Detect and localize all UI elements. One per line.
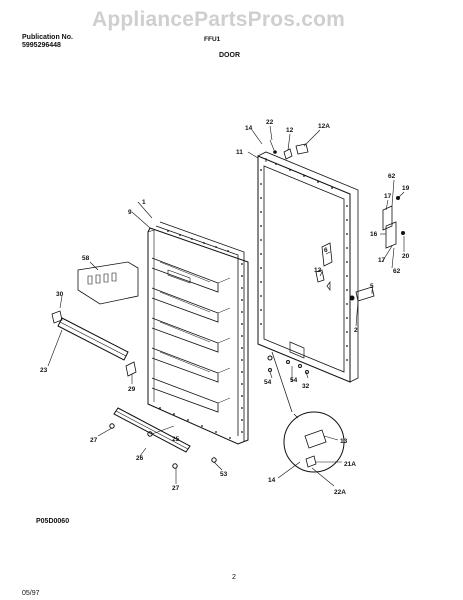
section-title: DOOR (219, 52, 240, 59)
leader-lines (47, 125, 405, 487)
watermark: AppliancePartsPros.com (92, 8, 345, 31)
callout-19: 19 (402, 185, 410, 192)
callout-17-bottom: 17 (378, 257, 386, 264)
liner-gasket-dots (159, 230, 243, 439)
publication-number: 5995296448 (22, 42, 61, 49)
kick-plate (109, 407, 217, 469)
footer-date: 05/97 (22, 590, 40, 597)
handle-bar (51, 310, 137, 377)
outer-door-panel (257, 151, 359, 383)
callout-30: 30 (56, 291, 64, 298)
diagram-code: P05D0060 (36, 518, 70, 525)
callout-14-top: 14 (245, 125, 253, 132)
grille-part (77, 261, 139, 305)
callout-22: 22 (266, 119, 274, 126)
door-liner (147, 221, 249, 445)
callout-21a: 21A (344, 461, 356, 468)
callout-26: 26 (136, 455, 144, 462)
callout-54-left: 54 (264, 379, 272, 386)
callout-11: 11 (236, 149, 243, 156)
callout-16: 16 (370, 231, 378, 238)
publication-label: Publication No. (22, 34, 73, 41)
callout-62-bottom: 62 (393, 268, 401, 275)
callout-17-top: 17 (384, 193, 392, 200)
callout-2: 2 (354, 327, 358, 334)
hinge-hardware (315, 196, 405, 302)
callout-25: 25 (172, 436, 180, 443)
page-number: 2 (232, 574, 236, 581)
callout-27-bottom: 27 (172, 485, 180, 492)
callout-6: 6 (324, 247, 328, 254)
callout-62-top: 62 (388, 173, 396, 180)
callout-29: 29 (128, 386, 136, 393)
callout-12-mid: 12 (314, 267, 322, 274)
callout-27-left: 27 (90, 437, 98, 444)
callout-32: 32 (302, 383, 310, 390)
callout-12: 12 (286, 127, 294, 134)
callout-20: 20 (402, 253, 410, 260)
callout-58: 58 (82, 255, 90, 262)
callout-9: 9 (128, 209, 132, 216)
callout-22a: 22A (334, 489, 346, 496)
callout-1: 1 (142, 199, 146, 206)
callout-53: 53 (220, 471, 228, 478)
callout-12a: 12A (318, 123, 330, 130)
callout-5: 5 (370, 283, 374, 290)
callout-54: 54 (290, 377, 298, 384)
door-border-dots (260, 163, 348, 361)
model-code: FFU1 (204, 36, 221, 43)
callout-13: 13 (340, 438, 348, 445)
bottom-screws (267, 355, 309, 374)
callout-23: 23 (40, 367, 48, 374)
callout-14-detail: 14 (268, 477, 276, 484)
detail-magnifier (271, 351, 345, 473)
